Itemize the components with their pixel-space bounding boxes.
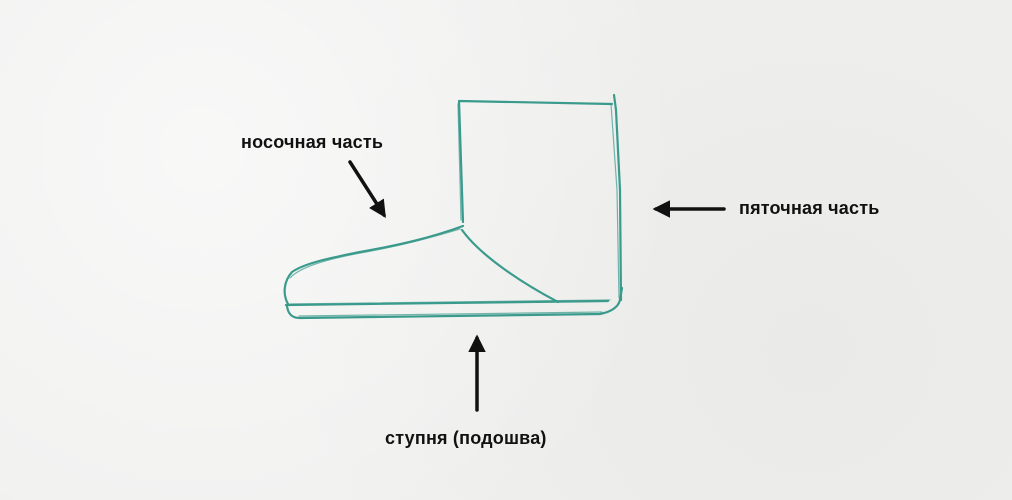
- boot-shaft-outline-retrace: [457, 103, 620, 299]
- boot-sole-outline-retrace: [289, 299, 611, 317]
- boot-toe-outline-retrace: [289, 228, 461, 279]
- boot-instep-line: [460, 228, 560, 304]
- boot-shaft-outline: [457, 93, 623, 302]
- boot-sole-outline: [284, 286, 624, 320]
- boot-toe-outline: [283, 224, 465, 306]
- toe-arrow: [348, 160, 386, 218]
- toe-part-label: носочная часть: [241, 132, 384, 152]
- heel-part-label: пяточная часть: [739, 198, 880, 218]
- sole-part-label: ступня (подошва): [385, 428, 547, 448]
